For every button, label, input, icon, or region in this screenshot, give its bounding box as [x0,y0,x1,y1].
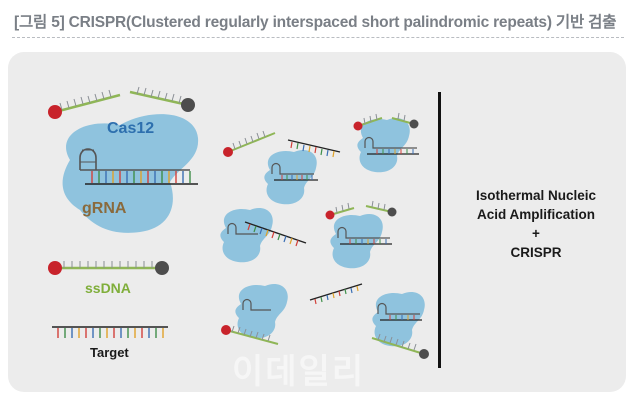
reporter-strand-mid-1 [223,130,276,157]
fluorophore-red [48,105,62,119]
caption-line-4: CRISPR [510,245,562,260]
caption-plus: + [532,226,540,241]
target-strand-free-3 [309,283,363,305]
caption-line-1: Isothermal Nucleic [475,188,597,203]
title-divider [12,37,624,38]
cas12-complex-3 [220,207,273,263]
target-strand-free-2 [244,221,307,247]
ssdna-legend [48,261,169,275]
reporter-fragment-mid [325,200,397,220]
cas12-complex-4 [330,213,392,269]
reporter-strand-left [48,89,121,119]
section-divider [438,92,441,368]
cas12-complex-6 [372,291,425,347]
label-target: Target [90,345,129,360]
reporter-strand-mid-2 [221,325,279,345]
label-grna: gRNA [82,200,127,217]
target-strand-free-1 [287,139,341,158]
reporter-strand-mid-3 [371,333,429,359]
label-cas12: Cas12 [107,120,154,137]
cas12-complex-5 [235,283,288,339]
cas12-complex-2 [357,117,419,173]
reporter-fragment-top [353,112,419,131]
target-legend [52,326,168,338]
method-caption: Isothermal Nucleic Acid Amplification + … [448,186,624,262]
grna-hairpin [79,148,190,171]
figure-title: [그림 5] CRISPR(Clustered regularly inters… [14,14,617,31]
reporter-strand-right [129,86,195,112]
cas12-protein-main [62,114,199,233]
cas12-complex-1 [264,149,318,205]
quencher-dark [181,98,195,112]
caption-line-2: Acid Amplification [476,207,595,222]
watermark-logo: 이데일리 [232,352,366,392]
label-ssdna: ssDNA [85,280,131,296]
